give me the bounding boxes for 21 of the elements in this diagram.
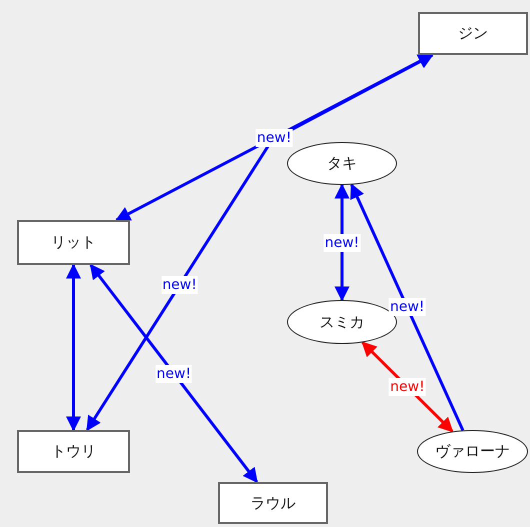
node-label: ジン: [458, 24, 488, 43]
arrow: [90, 264, 258, 484]
node-label: ラウル: [250, 494, 296, 512]
process-box: [17, 430, 130, 473]
edge-label: new!: [161, 276, 198, 294]
edge-label: new!: [324, 234, 360, 252]
process-box: [218, 482, 328, 524]
node-label: スミカ: [320, 312, 364, 332]
process-box: [418, 12, 528, 55]
node-label: トウリ: [51, 442, 96, 461]
node-label: ヴァローナ: [435, 442, 510, 461]
node-label: リット: [51, 233, 96, 252]
edge-label: new!: [156, 364, 192, 382]
arrow: [350, 183, 464, 431]
edge-label: new!: [256, 128, 292, 146]
edge-label: new!: [389, 378, 426, 396]
node-label: タキ: [327, 154, 357, 173]
arrow: [86, 54, 434, 432]
process-box: [17, 220, 130, 265]
arrow: [66, 264, 81, 432]
edge-label: new!: [388, 298, 426, 316]
